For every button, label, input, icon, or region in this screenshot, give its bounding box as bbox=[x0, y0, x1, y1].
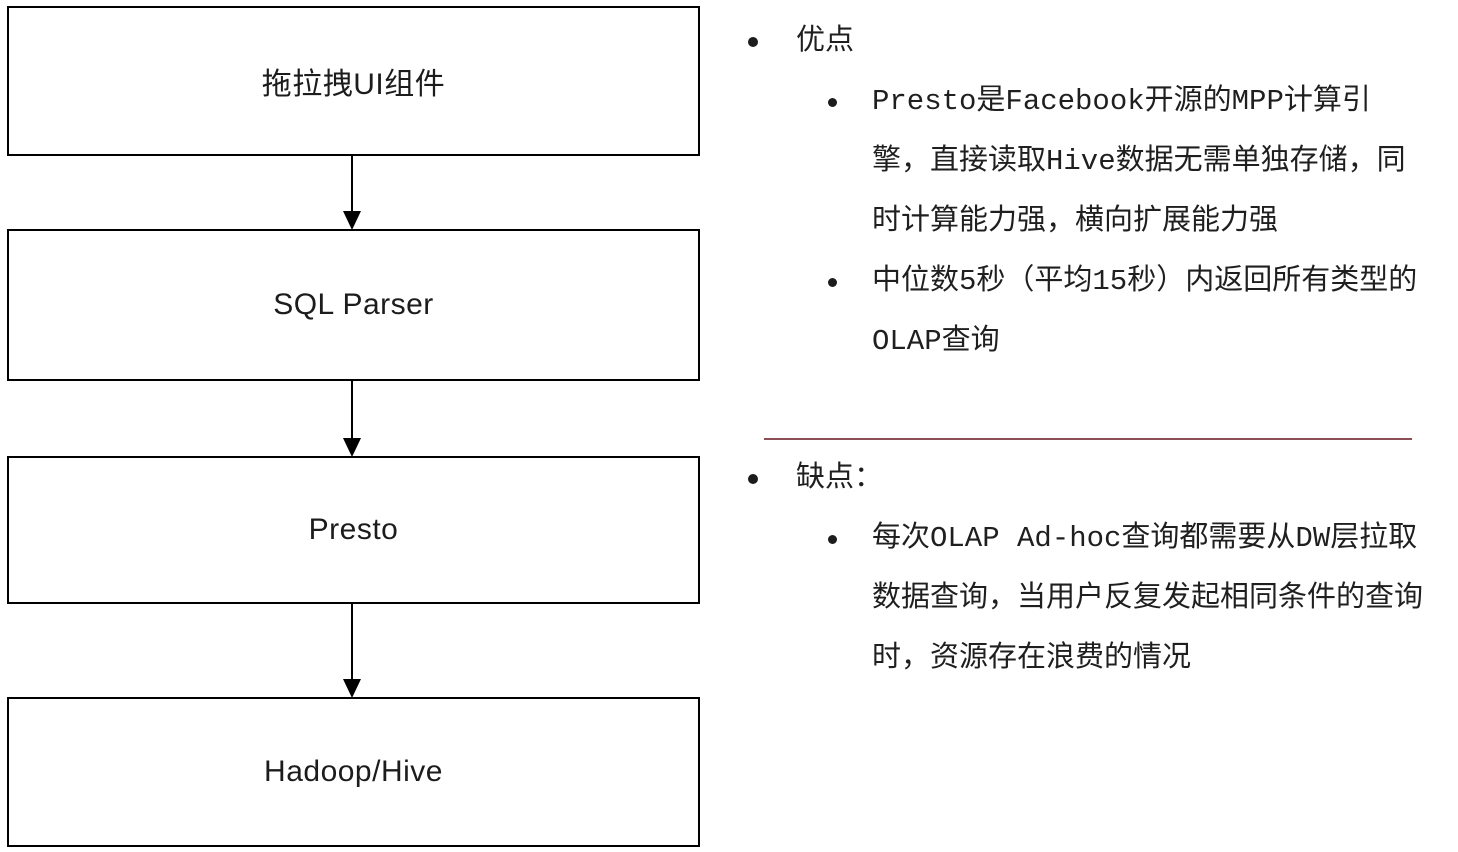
arrow-shaft bbox=[351, 379, 353, 441]
cons-item-text: 每次OLAP Ad-hoc查询都需要从DW层拉取数据查询，当用户反复发起相同条件… bbox=[872, 522, 1424, 675]
flow-box-sql-parser: SQL Parser bbox=[7, 229, 700, 381]
arrow-shaft bbox=[351, 154, 353, 214]
flow-box-label: Hadoop/Hive bbox=[264, 755, 443, 788]
cons-heading-row: 缺点： bbox=[734, 449, 1458, 509]
down-arrow-icon bbox=[343, 602, 361, 698]
bullet-icon bbox=[828, 535, 837, 544]
down-arrow-icon bbox=[343, 154, 361, 230]
bullet-icon bbox=[748, 37, 758, 47]
bullet-icon bbox=[828, 98, 837, 107]
pros-item-text: 中位数5秒（平均15秒）内返回所有类型的OLAP查询 bbox=[872, 265, 1418, 358]
pros-item: Presto是Facebook开源的MPP计算引擎，直接读取Hive数据无需单独… bbox=[734, 72, 1458, 252]
arrow-shaft bbox=[351, 602, 353, 682]
cons-heading: 缺点： bbox=[796, 462, 884, 495]
section-divider bbox=[764, 438, 1412, 440]
pros-heading: 优点 bbox=[796, 25, 855, 58]
flow-box-hadoop-hive: Hadoop/Hive bbox=[7, 697, 700, 847]
notes-panel: 优点 Presto是Facebook开源的MPP计算引擎，直接读取Hive数据无… bbox=[734, 12, 1458, 689]
pros-heading-row: 优点 bbox=[734, 12, 1458, 72]
flow-box-label: SQL Parser bbox=[273, 288, 434, 321]
flow-box-presto: Presto bbox=[7, 456, 700, 604]
flow-box-label: Presto bbox=[308, 513, 399, 546]
flow-box-ui-components: 拖拉拽UI组件 bbox=[7, 6, 700, 156]
arrow-head bbox=[343, 679, 361, 698]
pros-item: 中位数5秒（平均15秒）内返回所有类型的OLAP查询 bbox=[734, 252, 1458, 372]
cons-item: 每次OLAP Ad-hoc查询都需要从DW层拉取数据查询，当用户反复发起相同条件… bbox=[734, 509, 1458, 689]
bullet-icon bbox=[748, 474, 758, 484]
bullet-icon bbox=[828, 278, 837, 287]
flow-box-label: 拖拉拽UI组件 bbox=[261, 68, 446, 101]
arrow-head bbox=[343, 438, 361, 457]
arrow-head bbox=[343, 211, 361, 230]
pros-item-text: Presto是Facebook开源的MPP计算引擎，直接读取Hive数据无需单独… bbox=[872, 85, 1406, 238]
down-arrow-icon bbox=[343, 379, 361, 457]
